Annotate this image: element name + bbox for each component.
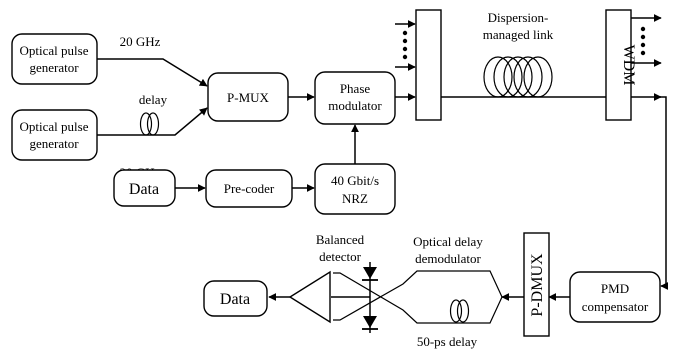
channel-mux (415, 9, 442, 121)
nrz-line1: 40 Gbit/s (331, 173, 379, 188)
link-label-line2: managed link (483, 27, 554, 42)
pulse-generator-2-line2: generator (29, 136, 79, 151)
pdmux-block: P-DMUX (523, 232, 550, 337)
data-out-label: Data (220, 291, 250, 308)
balanced-detector-line2: detector (319, 249, 362, 264)
nrz-line2: NRZ (342, 191, 368, 206)
delay-label: delay (139, 92, 168, 107)
pmux-block: P-MUX (207, 72, 289, 122)
data-in-label: Data (129, 181, 159, 198)
wdm-block: WDM (605, 9, 637, 121)
fiber-spool-icon (483, 56, 553, 98)
wdm-label: WDM (620, 45, 637, 86)
phase-modulator-line1: Phase (340, 81, 371, 96)
data-in-block: Data (113, 169, 176, 207)
delay-interferometer (333, 270, 503, 324)
balanced-detector-line1: Balanced (316, 232, 365, 247)
nrz-block: 40 Gbit/s NRZ (314, 163, 396, 215)
pmd-compensator-block: PMD compensator (569, 271, 661, 323)
optical-delay-line2: demodulator (415, 251, 481, 266)
phase-modulator-block: Phase modulator (314, 71, 396, 125)
pmd-line2: compensator (582, 299, 649, 314)
wire-gen1-pmux (97, 58, 208, 87)
optical-delay-line1: Optical delay (413, 234, 483, 249)
amplifier-icon (288, 270, 331, 324)
pulse-generator-1: Optical pulse generator (11, 33, 98, 85)
pmd-line1: PMD (601, 281, 629, 296)
wire-wdm-pmd (655, 96, 669, 290)
wdm-dots (640, 26, 646, 56)
pdmux-label: P-DMUX (529, 253, 546, 317)
precoder-block: Pre-coder (205, 169, 293, 208)
wire-gen2-pmux (97, 107, 208, 136)
delay-coil-icon (139, 112, 160, 136)
interferometer-coil-icon (449, 299, 470, 323)
pmux-label: P-MUX (227, 90, 270, 105)
pulse-generator-2: Optical pulse generator (11, 109, 98, 161)
pulse-generator-2-line1: Optical pulse (20, 119, 89, 134)
precoder-label: Pre-coder (224, 181, 275, 196)
data-out-block: Data (203, 280, 268, 317)
balanced-photodiodes-icon (331, 262, 378, 333)
link-label-line1: Dispersion- (488, 10, 549, 25)
mux-dots (402, 30, 408, 60)
pulse-generator-1-line2: generator (29, 60, 79, 75)
pulse-generator-1-line1: Optical pulse (20, 43, 89, 58)
ps-delay-label: 50-ps delay (417, 334, 478, 349)
phase-modulator-line2: modulator (328, 98, 382, 113)
freq-label-top: 20 GHz (120, 34, 161, 49)
